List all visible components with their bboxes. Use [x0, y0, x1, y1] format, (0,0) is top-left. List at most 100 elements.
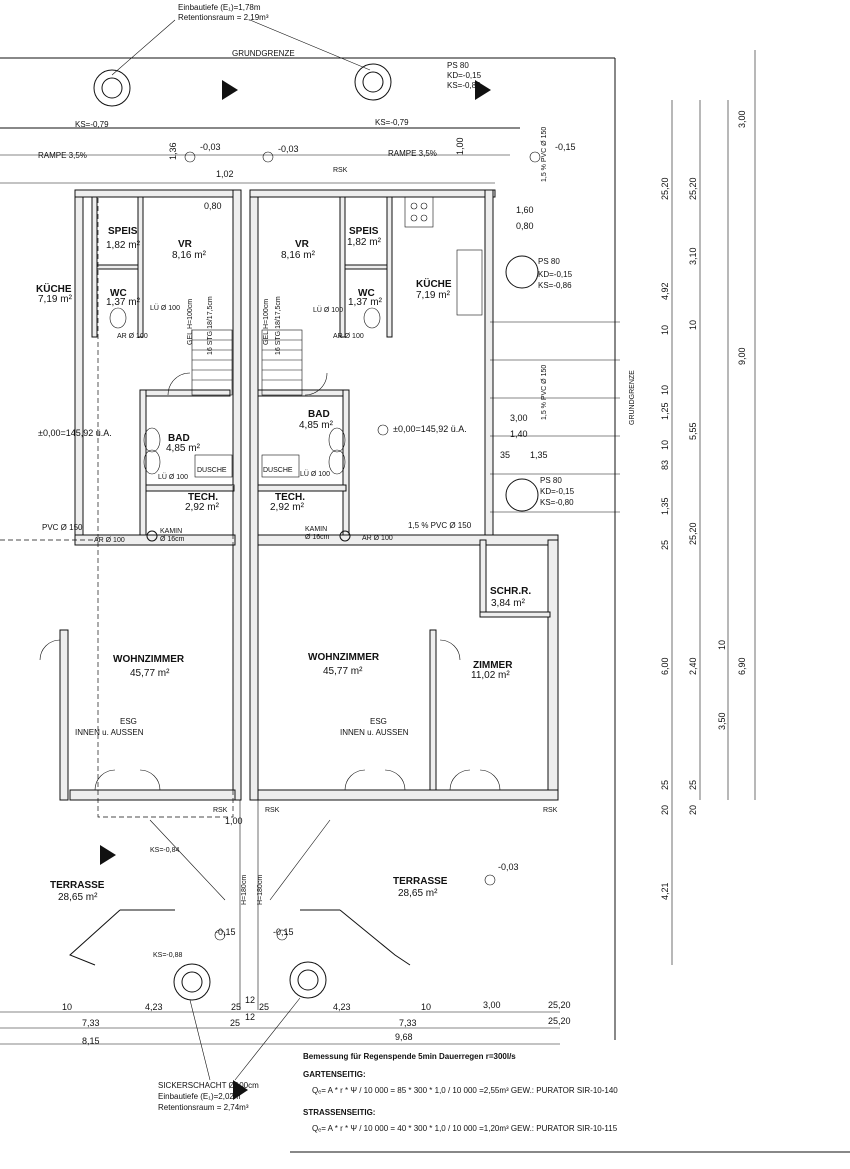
room-speis-left: SPEIS — [108, 226, 138, 237]
door-swing — [439, 639, 461, 661]
chimney — [339, 530, 351, 542]
dusche-left: DUSCHE — [197, 467, 227, 474]
wall — [479, 611, 551, 618]
top-note-line2: Retentionsraum = 2,19m³ — [178, 13, 269, 22]
ps-mid-ks: KS=-0,86 — [538, 281, 572, 290]
wall — [69, 789, 236, 801]
dim: 25,20 — [688, 522, 698, 545]
wall — [145, 484, 235, 492]
stairs-left — [191, 329, 233, 396]
wall — [74, 189, 84, 541]
dim: 1,35 — [530, 450, 548, 460]
wall — [429, 629, 437, 791]
room-wc-right: WC — [358, 288, 375, 299]
room-wc-right-area: 1,37 m² — [348, 297, 383, 308]
section-marker — [100, 845, 116, 865]
wall — [249, 189, 496, 198]
esg-right: ESG — [370, 717, 387, 726]
washbasin — [143, 427, 161, 453]
dim: 4,23 — [145, 1002, 163, 1012]
ps-top-kd: KD=-0,15 — [447, 71, 482, 80]
pergola-grid — [490, 321, 620, 513]
dim: 1,36 — [168, 142, 178, 160]
section-marker — [475, 80, 491, 100]
stairs-left-label: 16 STG 18/17,5cm — [207, 296, 214, 355]
room-tech-left-area: 2,92 m² — [185, 502, 220, 513]
level-terrasse: -0,03 — [498, 862, 519, 872]
calc-strassen-title: STRASSENSEITIG: — [303, 1108, 376, 1117]
terrace-edge — [69, 909, 175, 966]
dims-inner: 1,60 0,80 3,00 1,40 35 1,35 1,00 0,80 1,… — [168, 137, 548, 826]
rsk-bottom-mid: RSK — [265, 807, 280, 814]
calc-strassen-formula: Qₑ= A * r * Ψ / 10 000 = 40 * 300 * 1,0 … — [312, 1124, 618, 1133]
dim: 1,40 — [510, 429, 528, 439]
dim: 1,00 — [225, 816, 243, 826]
room-terrasse-left-area: 28,65 m² — [58, 892, 98, 903]
dim: 25 — [231, 1002, 241, 1012]
kamin-right: KAMIN — [305, 526, 327, 533]
room-wohnzimmer-right: WOHNZIMMER — [308, 652, 380, 663]
dim: 6,00 — [660, 657, 670, 675]
null-level-left: ±0,00=145,92 ü.A. — [38, 428, 112, 438]
room-zimmer-area: 11,02 m² — [471, 670, 510, 681]
dim: 3,00 — [483, 1000, 501, 1010]
ps-top-ks: KS=-0,86 — [447, 81, 481, 90]
level-markers — [184, 151, 541, 941]
calc-garten-title: GARTENSEITIG: — [303, 1070, 366, 1079]
lu-wc-right: LÜ Ø 100 — [313, 306, 343, 314]
wall — [139, 389, 147, 541]
ar-left: AR Ø 100 — [94, 537, 125, 544]
room-zimmer: ZIMMER — [473, 660, 513, 671]
dim: 25 — [688, 780, 698, 790]
dusche-right: DUSCHE — [263, 467, 293, 474]
dim: 10 — [660, 385, 670, 395]
dim: 10 — [717, 640, 727, 650]
dim: 25,20 — [660, 177, 670, 200]
hh-left: H=180cm — [241, 875, 248, 905]
room-tech-left: TECH. — [188, 492, 218, 503]
room-schrankraum-area: 3,84 m² — [491, 598, 526, 609]
party-wall — [232, 189, 242, 801]
dim: 25,20 — [548, 1016, 571, 1026]
dim: 1,00 — [455, 137, 465, 155]
room-kuche-right: KÜCHE — [416, 277, 452, 290]
dim: 10 — [62, 1002, 72, 1012]
wall — [479, 539, 487, 616]
level-mid: -0,03 — [278, 144, 299, 154]
party-wall — [249, 189, 259, 801]
ps-top-label: PS 80 — [447, 61, 469, 70]
dim: 20 — [660, 805, 670, 815]
chimney — [146, 530, 158, 542]
esg-left-text: INNEN u. AUSSEN — [75, 728, 144, 737]
kamin-right-size: Ø 16cm — [305, 534, 330, 541]
ks-terrasse: KS=-0,84 — [150, 847, 179, 854]
level-bottom-right: -0,15 — [273, 927, 294, 937]
dims-bottom-row3: 8,15 9,68 — [82, 1032, 413, 1046]
calc-title: Bemessung für Regenspende 5min Dauerrege… — [303, 1052, 516, 1061]
stairs-right-h: GEL.H=100cm — [263, 299, 270, 345]
ps-low-kd: KD=-0,15 — [540, 487, 575, 496]
wall — [59, 629, 69, 801]
room-vr-right-area: 8,16 m² — [281, 250, 316, 261]
pvc-left: PVC Ø 150 — [42, 523, 83, 532]
toilet — [363, 307, 381, 329]
dims-bottom-row2: 7,33 25 12 7,33 25,20 — [82, 1012, 571, 1028]
wall — [257, 534, 559, 546]
ps-mid-kd: KD=-0,15 — [538, 270, 573, 279]
room-vr-left-area: 8,16 m² — [172, 250, 207, 261]
dim: 25 — [660, 780, 670, 790]
dim: 10 — [660, 325, 670, 335]
lu-wc-left: LÜ Ø 100 — [150, 304, 180, 312]
dim: 7,33 — [399, 1018, 417, 1028]
dims-right-col3: 3,00 9,00 6,90 — [737, 110, 747, 675]
dim: 25,20 — [688, 177, 698, 200]
wall — [339, 196, 346, 338]
null-level-right: ±0,00=145,92 ü.A. — [393, 424, 467, 434]
dim: 10 — [421, 1002, 431, 1012]
dims-bottom-row1: 10 4,23 25 12 25 4,23 10 3,00 25,20 — [62, 995, 571, 1012]
soakaway-circle — [505, 478, 539, 512]
room-terrasse-left: TERRASSE — [50, 880, 105, 891]
calc-garten-formula: Qₑ= A * r * Ψ / 10 000 = 85 * 300 * 1,0 … — [312, 1086, 618, 1095]
top-note-line1: Einbautiefe (E₁)=1,78m — [178, 3, 261, 12]
